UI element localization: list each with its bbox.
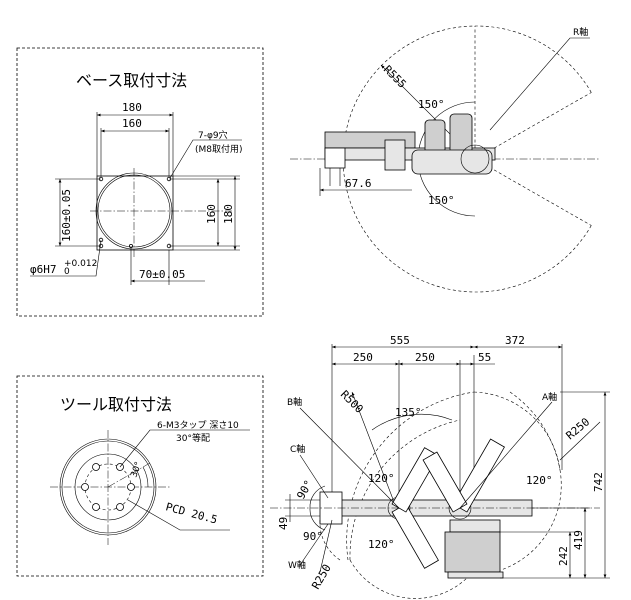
side-dim-49: 49	[277, 517, 290, 530]
side-axis-a: A軸	[542, 391, 557, 403]
top-radius: R555	[381, 63, 409, 91]
tool-tap-hole	[92, 463, 100, 471]
side-radius-r500: R500	[338, 388, 366, 416]
tool-angle: 30°	[129, 461, 144, 479]
tool-tap-hole	[92, 503, 100, 511]
base-dim-left: 160±0.05	[60, 189, 73, 242]
side-dim-seg2: 250	[415, 351, 435, 364]
side-angle-120-a: 120°	[368, 472, 395, 485]
side-base-plate	[447, 571, 504, 579]
side-axis-w: W軸	[288, 559, 306, 571]
side-dim-742: 742	[592, 472, 605, 492]
side-angle-90-b: 90°	[303, 530, 323, 543]
side-dim-419: 419	[572, 530, 585, 550]
side-dim-total: 555	[390, 334, 410, 347]
top-joint	[384, 139, 406, 171]
tool-tap-hole	[127, 483, 135, 491]
side-dim-right: 372	[505, 334, 525, 347]
side-angle-135: 135°	[395, 406, 422, 419]
base-tolerance-sup: +0.012	[64, 259, 97, 269]
top-angle-upper: 150°	[418, 98, 445, 111]
tool-mounting-panel: ツール取付寸法 6-M3タップ 深さ10 30°等配 30° PCD 20.5	[16, 375, 264, 577]
tool-tap-hole	[81, 483, 89, 491]
base-dim-160-top: 160	[122, 117, 142, 130]
tool-tap-hole	[116, 503, 124, 511]
base-dim-160-right: 160	[205, 204, 218, 224]
base-dim-bottom: 70±0.05	[139, 268, 185, 281]
side-view: 555 372 250 250 55 R500 135°	[270, 334, 610, 599]
base-mounting-panel: ベース取付寸法 180 160 7-φ9穴 (M8取付用) 160±0.	[16, 47, 264, 317]
base-dim-180-right: 180	[222, 204, 235, 224]
tool-tap-note-sub: 30°等配	[176, 432, 210, 444]
top-axis-label: R軸	[573, 26, 588, 38]
top-base-axis	[460, 144, 490, 174]
side-base	[444, 531, 501, 573]
tool-panel-frame	[16, 375, 264, 577]
tool-pcd: PCD 20.5	[164, 500, 219, 526]
side-angle-120-c: 120°	[368, 538, 395, 551]
base-title: ベース取付寸法	[76, 71, 187, 90]
side-dim-242: 242	[557, 546, 570, 566]
side-angle-90-a: 90°	[294, 478, 315, 502]
side-dim-seg3: 55	[478, 351, 491, 364]
base-tolerance-sub: 0	[64, 267, 70, 277]
side-base-top	[449, 519, 501, 533]
top-dim-offset: 67.6	[345, 177, 372, 190]
side-range-arc	[346, 391, 475, 561]
tool-tap-note: 6-M3タップ 深さ10	[157, 420, 239, 431]
base-dim-180-top: 180	[122, 101, 142, 114]
top-angle-lower: 150°	[428, 194, 455, 207]
top-view: 150° 150° R555 R軸 67.6	[290, 25, 600, 293]
side-axis-c: C軸	[290, 443, 305, 455]
top-base	[411, 149, 493, 175]
base-tolerance: φ6H7	[30, 263, 57, 276]
base-plate	[96, 175, 174, 251]
tool-title: ツール取付寸法	[60, 395, 172, 414]
side-dim-seg1: 250	[353, 351, 373, 364]
side-angle-120-b: 120°	[526, 474, 553, 487]
top-tool-flange	[324, 147, 346, 169]
side-radius-r250-left: R250	[309, 562, 334, 591]
base-hole-note: 7-φ9穴	[198, 129, 228, 141]
base-hole-note-sub: (M8取付用)	[195, 144, 243, 155]
side-radius-r250-right: R250	[564, 415, 593, 442]
side-axis-b: B軸	[287, 396, 302, 408]
base-panel-frame	[16, 47, 264, 317]
